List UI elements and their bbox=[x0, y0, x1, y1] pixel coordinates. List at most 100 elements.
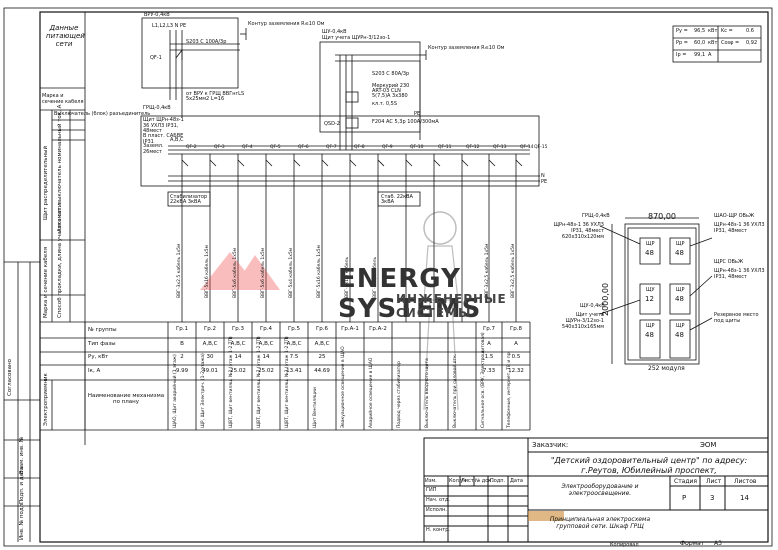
breaker-label: QF-14 bbox=[520, 145, 534, 150]
breaker-symbols bbox=[181, 159, 523, 167]
group-consumer: Телефонные, интернет, ТВ и пр. bbox=[507, 351, 512, 428]
cell-number: 48 bbox=[645, 331, 654, 339]
cab-grsh-label: ГРЩ-0,4кВ bbox=[582, 213, 610, 219]
breaker-label: QF-4 bbox=[242, 145, 253, 150]
group-number: Гр.5 bbox=[287, 326, 301, 332]
param-key: Pр = bbox=[676, 40, 688, 46]
cable-label: Марка и сечение кабеля bbox=[43, 246, 49, 318]
group-power: 14 bbox=[234, 354, 242, 360]
breaker-label: QF-10 bbox=[410, 145, 424, 150]
pe-bus-label: PE bbox=[541, 179, 548, 185]
cab-shu-spec: Щит учета ЩУРн-3/12зо-1 540х310х165мм bbox=[561, 312, 604, 330]
tb-role: Нач. отд. bbox=[426, 497, 450, 503]
cell-number: 48 bbox=[675, 249, 684, 257]
tb-column: Лист bbox=[461, 478, 474, 484]
cell-number: 48 bbox=[675, 331, 684, 339]
sheets-value: 14 bbox=[740, 494, 749, 502]
breaker-label: QF-5 bbox=[270, 145, 281, 150]
group-cable: ВВГ-5х4 кабель 1х5м bbox=[289, 247, 294, 298]
grsh-spec: Щит ЩРн-48з-1 36 УХЛ3 IP31, 48мест bbox=[143, 117, 184, 134]
vru-spec: L1,L2,L3 N PE bbox=[152, 23, 187, 29]
watermark-art bbox=[200, 211, 459, 411]
stabilizer-box-2 bbox=[377, 191, 421, 207]
group-table-grid bbox=[167, 321, 531, 431]
title-block bbox=[423, 437, 769, 543]
group-power: 14 bbox=[262, 354, 270, 360]
sheet-title: Принципиальная электросхема групповой се… bbox=[549, 516, 651, 531]
param-value: 99,1 bbox=[694, 52, 706, 58]
group-power: 30 bbox=[206, 354, 214, 360]
electrical-receiver-label: Электроприемник bbox=[43, 373, 49, 426]
group-phase: A,B,C bbox=[202, 341, 218, 347]
group-current: 13.41 bbox=[286, 368, 302, 374]
main-breaker-label: S203 С 100А/3р bbox=[186, 39, 227, 45]
param-value-2: 0,92 bbox=[746, 40, 758, 46]
cell-name: ЩР bbox=[646, 241, 655, 247]
group-number: Гр.6 bbox=[315, 326, 329, 332]
cell-name: ЩР bbox=[676, 323, 685, 329]
group-consumer: Выключатель при силовой отк. bbox=[453, 353, 458, 428]
group-phase: A,B,C bbox=[314, 341, 330, 347]
grsh-phases: A,B,C bbox=[170, 137, 184, 143]
logo bbox=[528, 511, 564, 521]
grsh-block bbox=[140, 115, 540, 187]
tb-column: Изм. bbox=[425, 478, 437, 484]
group-cable: ВВГ-5х16 кабель 1х5м bbox=[205, 245, 210, 298]
group-current: 9.99 bbox=[175, 368, 189, 374]
rcd-label: F204 АС 5,3р 100А/300мА bbox=[372, 119, 439, 125]
dist-board-label: Щит распределительный bbox=[43, 145, 49, 220]
qsd-label: QSD-2 bbox=[324, 121, 340, 127]
sheet-label: Лист bbox=[706, 478, 722, 485]
group-consumer: ЩВТ, Щит вентиляц. №3 (этаж 1-2 ТП) bbox=[285, 336, 290, 428]
group-number: Гр.3 bbox=[231, 326, 245, 332]
param-key: Pу = bbox=[676, 28, 688, 34]
group-power: 1.5 bbox=[484, 354, 494, 360]
group-number: Гр.А-1 bbox=[341, 326, 359, 332]
breaker-label: QF-15 bbox=[534, 145, 548, 150]
breaker-label: QF-13 bbox=[493, 145, 507, 150]
shu-breaker-label: S203 С 80А/3р bbox=[372, 71, 410, 77]
cab-shr-spec: ЩРн-48з-1 36 УХЛ3 IP31, 48мест bbox=[714, 222, 765, 234]
stage-value: Р bbox=[682, 494, 687, 502]
grsh-label: ГРЩ-0,4кВ bbox=[143, 105, 171, 111]
group-cable: ВВГ-3х2,5 кабель 1х5м bbox=[511, 243, 516, 298]
tb-column: Дата bbox=[510, 478, 523, 484]
laying-label: Способ прокладки, длина участка сети bbox=[57, 203, 63, 318]
format-label: Формат bbox=[680, 540, 705, 547]
project-title: "Детский оздоровительный центр" по адрес… bbox=[550, 456, 748, 475]
cab-grsh-spec: ЩРн-48з-1 36 УХЛ3 IP31, 48мест 620х310х1… bbox=[553, 222, 604, 240]
cell-number: 48 bbox=[645, 249, 654, 257]
section-title: Электрооборудование и электроосвещение. bbox=[561, 483, 639, 498]
group-phase: A bbox=[487, 341, 491, 347]
cell-name: ЩР bbox=[646, 323, 655, 329]
stabilizer-2: Стаб. 22кВА 3кВА bbox=[381, 194, 413, 205]
group-number: Гр.А-2 bbox=[369, 326, 387, 332]
current-label: Iк, А bbox=[88, 368, 101, 374]
cell-name: ЩУ bbox=[646, 287, 655, 293]
cabinet-modules: 252 модуля bbox=[648, 365, 685, 372]
param-key: Iр = bbox=[676, 52, 687, 58]
phase-type-label: Тип фазы bbox=[88, 341, 116, 347]
param-value: 60,0 bbox=[694, 40, 706, 46]
cable-brand-label: Марка и сечение кабеля bbox=[42, 93, 84, 105]
cabinet-width: 870,00 bbox=[648, 212, 676, 221]
cabinet-cell bbox=[639, 237, 661, 265]
customer-label: Заказчик: bbox=[532, 441, 569, 449]
group-phase: A bbox=[514, 341, 518, 347]
cell-number: 48 bbox=[675, 295, 684, 303]
stage-label: Стадия bbox=[674, 478, 698, 485]
breaker-label: QF-6 bbox=[298, 145, 309, 150]
group-cable: ВВГ-5х6 кабель 1х5м bbox=[261, 247, 266, 298]
group-current: 12.32 bbox=[508, 368, 524, 374]
cabinet-outline bbox=[624, 223, 700, 365]
group-consumer: ЩВТ, Щит вентиляц. №1 (этаж 1-2 ТП) bbox=[229, 336, 234, 428]
breaker-label: QF-9 bbox=[382, 145, 393, 150]
group-consumer: ЩВТ, Щит вентиляц. №2 (этаж 1-2 ТП) bbox=[257, 336, 262, 428]
grsh-qty: Заземл. 26мест bbox=[143, 143, 164, 155]
cab-reserve: Резервное место под щиты bbox=[714, 312, 759, 324]
group-cable: ВВГ-5х16 кабель 1х5м bbox=[317, 245, 322, 298]
group-power: 2 bbox=[180, 354, 184, 360]
meter-class: кл.т. 0,5S bbox=[372, 101, 398, 107]
